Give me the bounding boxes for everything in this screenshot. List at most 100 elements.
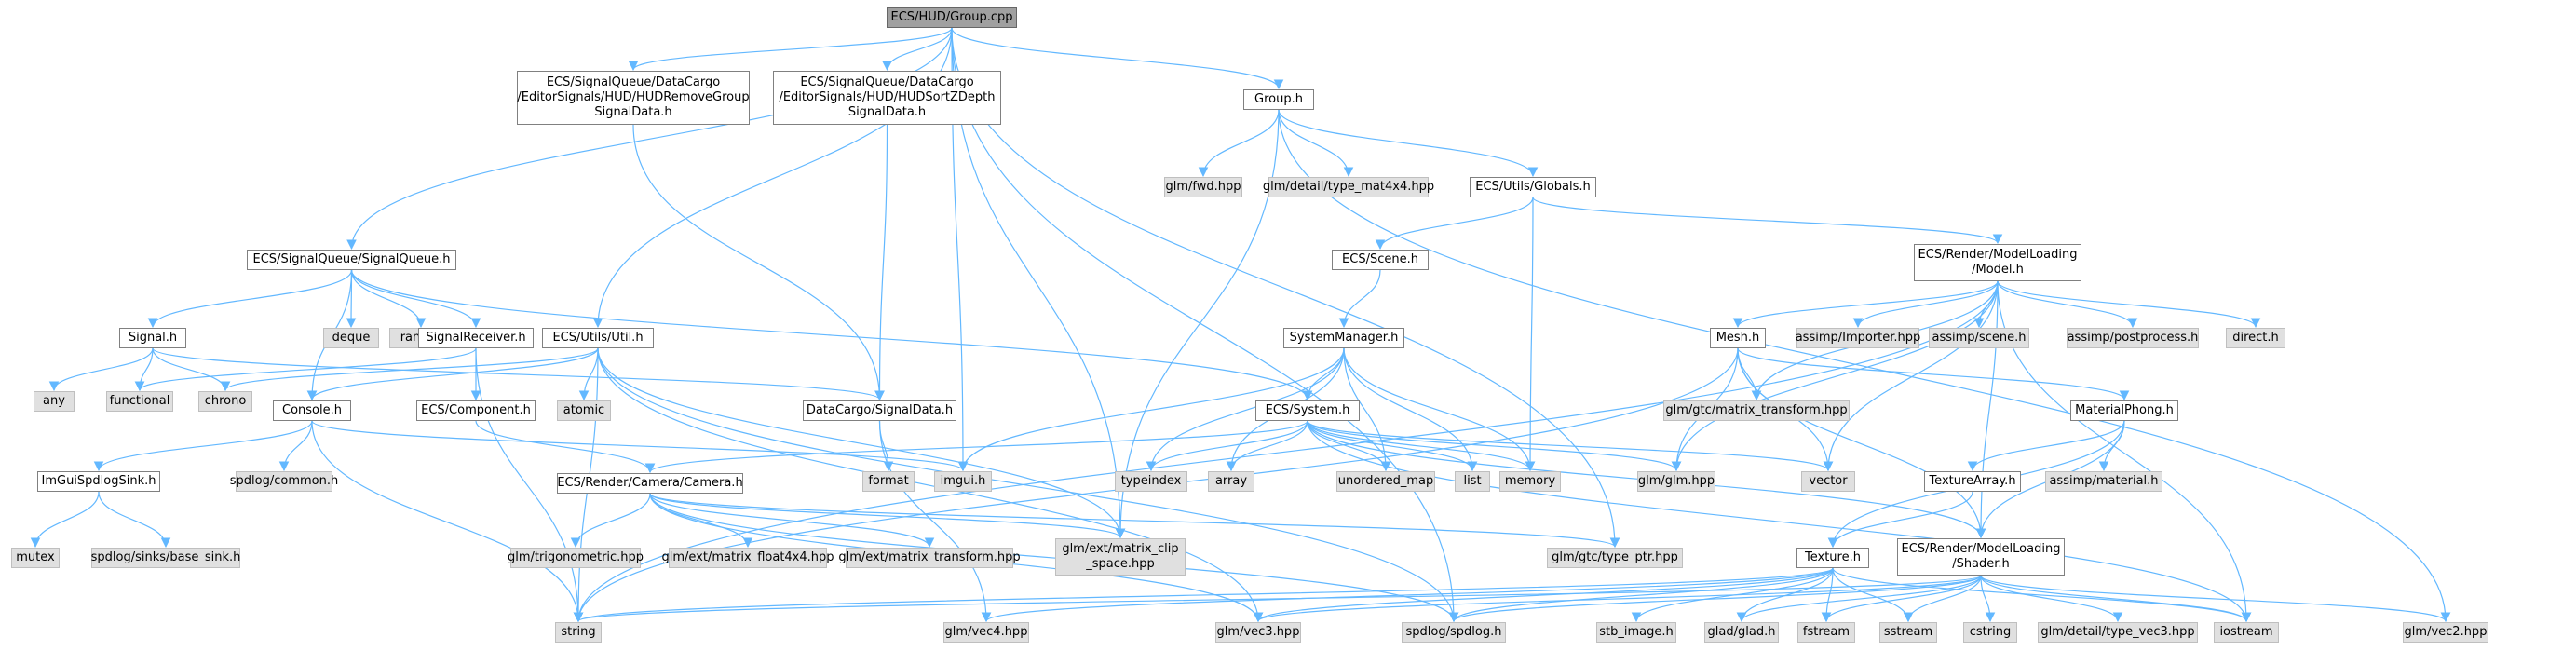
edge-mesh-to-gtc_mtx <box>1737 347 1762 401</box>
sstream-node[interactable]: sstream <box>1879 622 1937 643</box>
shader-h-node[interactable]: ECS/Render/ModelLoading /Shader.h <box>1897 538 2065 576</box>
edge-shader-to-iostream <box>1980 575 2252 623</box>
scene-h-node[interactable]: ECS/Scene.h <box>1332 250 1429 270</box>
signalreceiver-node[interactable]: SignalReceiver.h <box>418 328 534 348</box>
glm-type-ptr-node[interactable]: glm/gtc/type_ptr.hpp <box>1547 548 1683 568</box>
fstream-node[interactable]: fstream <box>1797 622 1855 643</box>
edge-util_h-to-glm_clip <box>597 347 1126 539</box>
list-node[interactable]: list <box>1455 471 1490 492</box>
edge-texture-to-spdlog_h <box>1448 567 1834 623</box>
typeindex-node[interactable]: typeindex <box>1115 471 1187 492</box>
glm-vec4-node[interactable]: glm/vec4.hpp <box>943 622 1029 643</box>
ecs-system-node[interactable]: ECS/System.h <box>1255 400 1360 421</box>
edge-remove_group-to-datacargo <box>632 124 885 401</box>
edge-util_h-to-console <box>306 347 599 401</box>
edge-console-to-imguisink <box>93 420 313 472</box>
edge-system-to-glm_glm <box>1307 420 1682 472</box>
camera-h-node[interactable]: ECS/Render/Camera/Camera.h <box>557 473 743 494</box>
edge-group_h-to-globals <box>1278 109 1539 178</box>
edge-model-to-mesh <box>1732 280 1999 329</box>
edge-mesh-to-shader <box>1737 347 1986 539</box>
edge-sort_z-to-datacargo <box>874 124 888 401</box>
model-h-node[interactable]: ECS/Render/ModelLoading /Model.h <box>1914 244 2081 281</box>
edge-root-to-spdlog_h <box>951 27 1459 623</box>
chrono-node[interactable]: chrono <box>198 391 252 412</box>
unordered-map-node[interactable]: unordered_map <box>1336 471 1435 492</box>
edge-model-to-assimp_importer <box>1852 280 1999 329</box>
hud-sort-z-node[interactable]: ECS/SignalQueue/DataCargo /EditorSignals… <box>773 71 1001 125</box>
edge-group_h-to-glm_fwd <box>1198 109 1280 178</box>
edge-sysmgr-to-typeindex <box>1146 347 1345 472</box>
assimp-scene-node[interactable]: assimp/scene.h <box>1929 328 2029 348</box>
edge-group_h-to-glm_vec2 <box>1278 109 2451 623</box>
edge-shader-to-cstring <box>1980 575 1996 623</box>
glm-vec3-node[interactable]: glm/vec3.hpp <box>1215 622 1301 643</box>
direct-h-node[interactable]: direct.h <box>2226 328 2285 348</box>
systemmanager-node[interactable]: SystemManager.h <box>1283 328 1404 348</box>
edge-model-to-glm_glm <box>1671 280 1999 472</box>
edge-texture-to-iostream <box>1832 567 2252 623</box>
cstring-node[interactable]: cstring <box>1963 622 2017 643</box>
imgui-spdlog-sink-node[interactable]: ImGuiSpdlogSink.h <box>37 471 160 492</box>
component-h-node[interactable]: ECS/Component.h <box>416 400 536 421</box>
glm-matrix-clip-space-node[interactable]: glm/ext/matrix_clip _space.hpp <box>1055 538 1186 576</box>
root-file-node[interactable]: ECS/HUD/Group.cpp <box>887 7 1017 28</box>
array-node[interactable]: array <box>1208 471 1254 492</box>
materialphong-h-node[interactable]: MaterialPhong.h <box>2070 400 2178 421</box>
edge-root-to-sort_z <box>882 27 953 72</box>
texturearray-h-node[interactable]: TextureArray.h <box>1924 471 2021 492</box>
datacargo-signaldata-node[interactable]: DataCargo/SignalData.h <box>803 400 956 421</box>
glad-h-node[interactable]: glad/glad.h <box>1704 622 1779 643</box>
vector-node[interactable]: vector <box>1801 471 1855 492</box>
glm-vec2-node[interactable]: glm/vec2.hpp <box>2403 622 2488 643</box>
atomic-node[interactable]: atomic <box>557 400 611 421</box>
iostream-node[interactable]: iostream <box>2214 622 2279 643</box>
glm-matrix-float4x4-node[interactable]: glm/ext/matrix_float4x4.hpp <box>661 548 834 568</box>
glm-matrix-transform-node[interactable]: glm/ext/matrix_transform.hpp <box>838 548 1021 568</box>
signal-h-node[interactable]: Signal.h <box>119 328 186 348</box>
console-h-node[interactable]: Console.h <box>273 400 351 421</box>
util-h-node[interactable]: ECS/Utils/Util.h <box>542 328 654 348</box>
edge-signalqueue-to-signalreceiver <box>350 269 481 329</box>
edge-component-to-camera <box>475 420 656 474</box>
edge-globals-to-model <box>1532 197 2003 245</box>
imgui-h-node[interactable]: imgui.h <box>934 471 992 492</box>
edge-signalqueue-to-system <box>350 269 1313 401</box>
edge-util_h-to-spdlog_h <box>597 347 1459 623</box>
glm-type-vec3-node[interactable]: glm/detail/type_vec3.hpp <box>2038 622 2198 643</box>
spdlog-h-node[interactable]: spdlog/spdlog.h <box>1402 622 1506 643</box>
assimp-material-node[interactable]: assimp/material.h <box>2045 471 2162 492</box>
mutex-node[interactable]: mutex <box>11 548 60 568</box>
signalqueue-node[interactable]: ECS/SignalQueue/SignalQueue.h <box>247 250 456 270</box>
group-h-node[interactable]: Group.h <box>1243 89 1314 110</box>
glm-type-mat4x4-node[interactable]: glm/detail/type_mat4x4.hpp <box>1263 177 1434 197</box>
deque-node[interactable]: deque <box>323 328 379 348</box>
string-node[interactable]: string <box>555 622 602 643</box>
edge-root-to-remove_group <box>628 27 953 72</box>
format-node[interactable]: format <box>862 471 915 492</box>
memory-node[interactable]: memory <box>1499 471 1561 492</box>
any-node[interactable]: any <box>34 391 75 412</box>
glm-gtc-matrix-transform-node[interactable]: glm/gtc/matrix_transform.hpp <box>1663 400 1850 421</box>
glm-glm-node[interactable]: glm/glm.hpp <box>1637 471 1715 492</box>
stb-image-node[interactable]: stb_image.h <box>1596 622 1676 643</box>
edge-system-to-memory <box>1307 420 1536 472</box>
edge-shader-to-string <box>574 575 1982 623</box>
edge-signal_h-to-chrono <box>152 347 231 392</box>
glm-fwd-node[interactable]: glm/fwd.hpp <box>1164 177 1242 197</box>
texture-h-node[interactable]: Texture.h <box>1796 548 1869 568</box>
mesh-h-node[interactable]: Mesh.h <box>1710 328 1766 348</box>
spdlog-common-node[interactable]: spdlog/common.h <box>230 471 338 492</box>
globals-h-node[interactable]: ECS/Utils/Globals.h <box>1470 177 1596 197</box>
assimp-importer-node[interactable]: assimp/Importer.hpp <box>1796 328 1920 348</box>
edge-sysmgr-to-imgui <box>957 347 1345 472</box>
base-sink-node[interactable]: spdlog/sinks/base_sink.h <box>91 548 240 568</box>
edge-util_h-to-glm_vec3 <box>597 347 1264 623</box>
assimp-postprocess-node[interactable]: assimp/postprocess.h <box>2067 328 2199 348</box>
edge-root-to-group_h <box>951 27 1284 90</box>
functional-node[interactable]: functional <box>106 391 173 412</box>
hud-remove-group-node[interactable]: ECS/SignalQueue/DataCargo /EditorSignals… <box>517 71 750 125</box>
edge-globals-to-memory <box>1525 197 1536 472</box>
edge-datacargo-to-glm_vec4 <box>878 420 992 623</box>
glm-trigonometric-node[interactable]: glm/trigonometric.hpp <box>508 548 644 568</box>
